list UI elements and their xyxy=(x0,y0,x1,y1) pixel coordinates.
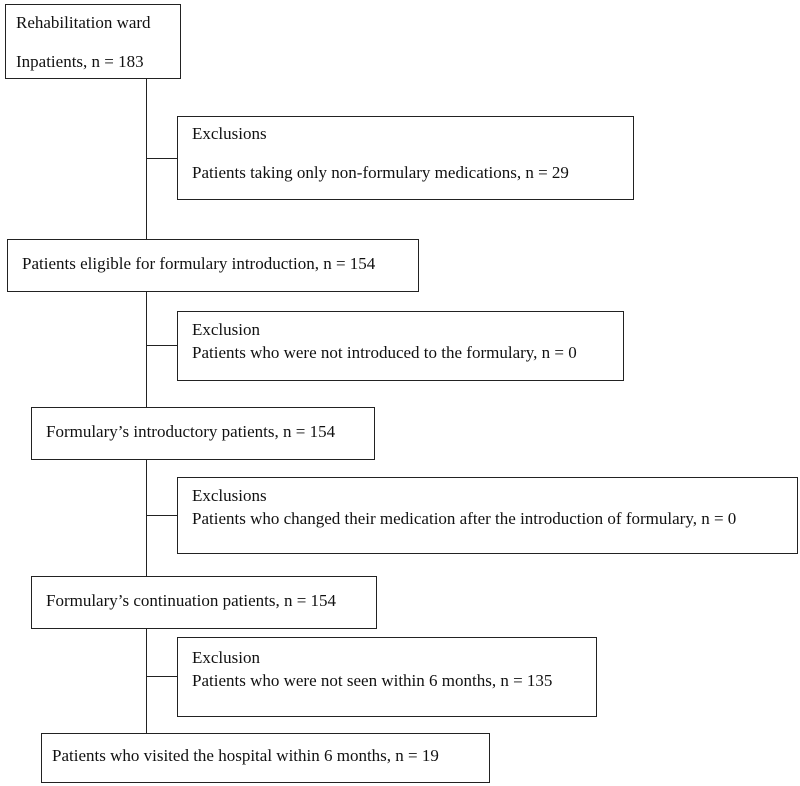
rehabilitation-ward-title: Rehabilitation ward xyxy=(16,13,151,32)
exclusion-detail-4: Patients who were not seen within 6 mont… xyxy=(192,671,553,690)
connector-exclusion-1 xyxy=(146,158,177,159)
connector-exclusion-2 xyxy=(146,345,177,346)
visited-patients-label: Patients who visited the hospital within… xyxy=(52,746,439,765)
exclusions-box-1: Exclusions Patients taking only non-form… xyxy=(177,116,634,200)
exclusions-detail-1: Patients taking only non-formulary medic… xyxy=(192,163,569,182)
connector-exclusion-3 xyxy=(146,515,177,516)
continuation-patients-label: Formulary’s continuation patients, n = 1… xyxy=(46,591,337,610)
inpatients-count: Inpatients, n = 183 xyxy=(16,52,144,71)
exclusion-box-4: Exclusion Patients who were not seen wit… xyxy=(177,637,597,717)
continuation-patients-box: Formulary’s continuation patients, n = 1… xyxy=(31,576,377,629)
exclusion-box-2: Exclusion Patients who were not introduc… xyxy=(177,311,624,381)
connector-exclusion-4 xyxy=(146,676,177,677)
exclusion-detail-2: Patients who were not introduced to the … xyxy=(192,343,577,362)
exclusion-title-4: Exclusion xyxy=(192,648,260,667)
visited-patients-box: Patients who visited the hospital within… xyxy=(41,733,490,783)
exclusions-box-3: Exclusions Patients who changed their me… xyxy=(177,477,798,554)
main-flow-line xyxy=(146,78,147,733)
exclusions-detail-3: Patients who changed their medication af… xyxy=(192,509,737,528)
rehabilitation-ward-box: Rehabilitation ward Inpatients, n = 183 xyxy=(5,4,181,79)
introductory-patients-box: Formulary’s introductory patients, n = 1… xyxy=(31,407,375,460)
exclusion-title-2: Exclusion xyxy=(192,320,260,339)
eligible-patients-box: Patients eligible for formulary introduc… xyxy=(7,239,419,292)
introductory-patients-label: Formulary’s introductory patients, n = 1… xyxy=(46,422,336,441)
exclusions-title-3: Exclusions xyxy=(192,486,267,505)
eligible-patients-label: Patients eligible for formulary introduc… xyxy=(22,254,376,273)
exclusions-title-1: Exclusions xyxy=(192,124,267,143)
